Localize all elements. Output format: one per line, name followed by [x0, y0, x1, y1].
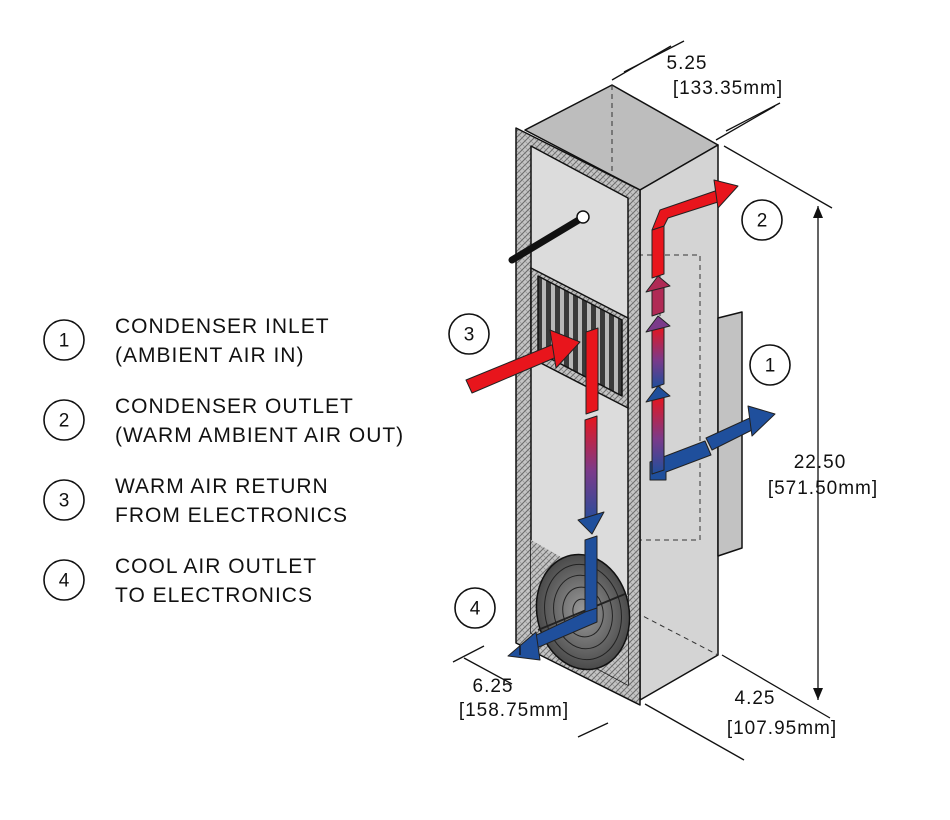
legend-item-4: 4 COOL AIR OUTLET TO ELECTRONICS: [43, 555, 317, 607]
callout-1-marker: [749, 344, 791, 386]
diagram-callouts: 2 1 3 4: [448, 199, 791, 629]
dim-depth-bottom-value: 4.25: [735, 688, 776, 709]
callout-2-number: 2: [757, 211, 768, 232]
legend-marker-2: [43, 399, 85, 441]
inlet-grille: [537, 275, 623, 397]
dim-width-metric: [158.75mm]: [459, 700, 569, 721]
legend-line1-1: CONDENSER INLET: [115, 315, 330, 338]
airflow-arrows: [465, 179, 776, 661]
dim-depth-top-metric: [133.35mm]: [673, 78, 783, 99]
dimension-lines: [452, 40, 833, 761]
legend-item-3: 3 WARM AIR RETURN FROM ELECTRONICS: [43, 475, 348, 527]
dim-depth-top-value: 5.25: [667, 53, 708, 74]
dimension-labels: 5.25 [133.35mm] 22.50 [571.50mm] 6.25 [1…: [459, 53, 878, 739]
dim-height-metric: [571.50mm]: [768, 478, 878, 499]
legend-number-4: 4: [59, 571, 70, 592]
legend-number-1: 1: [59, 331, 70, 352]
callout-4-marker: [454, 587, 496, 629]
power-cable: [508, 210, 590, 264]
ac-housing: [515, 84, 743, 706]
legend-item-2: 2 CONDENSER OUTLET (WARM AMBIENT AIR OUT…: [43, 395, 404, 447]
legend-item-1: 1 CONDENSER INLET (AMBIENT AIR IN): [43, 315, 330, 367]
legend-line2-2: (WARM AMBIENT AIR OUT): [115, 424, 404, 447]
legend-line2-4: TO ELECTRONICS: [115, 584, 313, 607]
airflow-arrow-1: [705, 405, 776, 451]
legend-line2-1: (AMBIENT AIR IN): [115, 344, 304, 367]
legend-marker-4: [43, 559, 85, 601]
callout-3-number: 3: [464, 325, 475, 346]
callout-3-marker: [448, 313, 490, 355]
dim-height-value: 22.50: [794, 452, 847, 473]
dim-depth-bottom-metric: [107.95mm]: [727, 718, 837, 739]
fan-strut: [537, 593, 626, 631]
dimension-arrowheads: [813, 206, 823, 700]
airflow-arrow-3-down: [577, 415, 605, 617]
legend: 1 CONDENSER INLET (AMBIENT AIR IN) 2 CON…: [43, 315, 404, 607]
airflow-arrow-2: [645, 179, 739, 481]
legend-number-3: 3: [59, 491, 70, 512]
fan-guard-rings: [544, 563, 622, 661]
callout-2-marker: [741, 199, 783, 241]
airflow-arrow-3: [465, 327, 599, 415]
dim-width-value: 6.25: [473, 676, 514, 697]
legend-line1-2: CONDENSER OUTLET: [115, 395, 354, 418]
callout-1-number: 1: [765, 356, 776, 377]
legend-marker-1: [43, 319, 85, 361]
legend-line2-3: FROM ELECTRONICS: [115, 504, 348, 527]
callout-4-number: 4: [470, 599, 481, 620]
legend-line1-3: WARM AIR RETURN: [115, 475, 329, 498]
legend-number-2: 2: [59, 411, 70, 432]
legend-marker-3: [43, 479, 85, 521]
airflow-arrow-4: [507, 607, 598, 661]
legend-line1-4: COOL AIR OUTLET: [115, 555, 317, 578]
